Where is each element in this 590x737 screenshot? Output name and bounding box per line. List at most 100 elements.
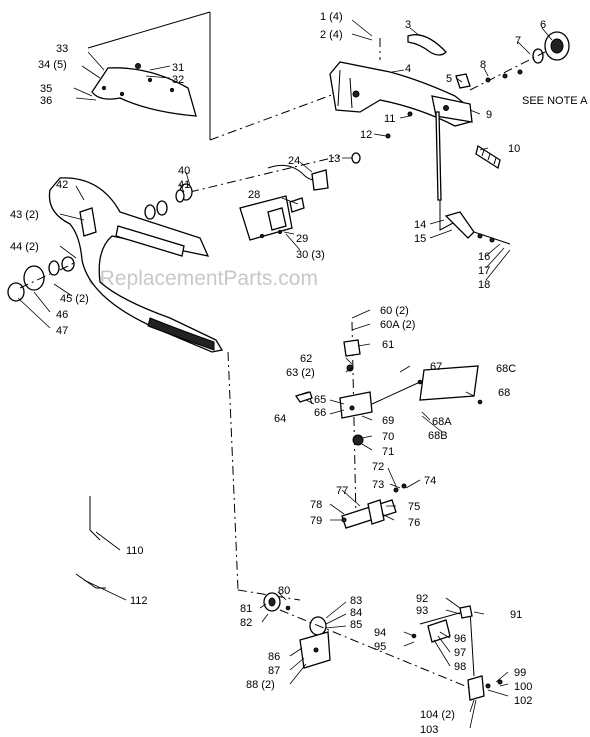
label-see-note-a: SEE NOTE A [522,95,588,107]
label-104: 104 (2) [420,709,455,721]
label-112: 112 [130,595,148,607]
label-85: 85 [350,619,362,631]
label-102: 102 [514,695,532,707]
label-103: 103 [420,724,438,736]
centerline [209,89,346,141]
label-17: 17 [478,265,490,277]
label-98: 98 [454,661,466,673]
leader-lines [17,19,553,729]
upper-arm-housing [329,34,501,170]
watermark: eReplacementParts.com [88,267,318,290]
screw-12 [385,133,391,139]
label-68a: 68A [432,416,452,428]
label-28: 28 [248,189,260,201]
label-2: 2 (4) [320,29,343,41]
label-76: 76 [408,517,420,529]
label-11: 11 [384,113,395,125]
label-8: 8 [480,59,486,71]
label-9: 9 [486,109,492,121]
label-42: 42 [56,179,68,191]
label-60: 60 (2) [380,305,409,317]
label-40: 40 [178,165,190,177]
label-83: 83 [350,595,362,607]
label-81: 81 [240,603,252,615]
label-67: 67 [430,361,442,373]
label-86: 86 [268,651,280,663]
label-80: 80 [278,585,290,597]
label-4: 4 [405,63,411,75]
label-45: 45 (2) [60,293,89,305]
part-110 [89,496,101,541]
support-arm [48,177,224,353]
label-34: 34 (5) [38,59,67,71]
label-77: 77 [336,485,348,497]
label-64: 64 [274,413,286,425]
label-7: 7 [515,35,521,47]
label-93: 93 [416,605,428,617]
middle-bracket-assembly [294,339,483,446]
label-100: 100 [514,681,532,693]
label-15: 15 [414,233,426,245]
label-68c: 68C [496,363,516,375]
label-41: 41 [178,179,190,191]
switch-bracket [239,164,329,241]
label-97: 97 [454,647,466,659]
label-47: 47 [56,325,68,337]
centerline [237,589,301,601]
label-62: 62 [300,353,312,365]
label-33: 33 [56,43,68,55]
label-16: 16 [478,251,490,263]
label-95: 95 [374,641,386,653]
label-43: 43 (2) [10,209,39,221]
centerline [19,261,77,289]
washer-41 [175,189,185,203]
centerline [189,155,341,193]
label-96: 96 [454,633,466,645]
label-10: 10 [508,143,520,155]
label-24: 24 [288,155,300,167]
lower-bracket-assembly [341,483,407,529]
label-60a: 60A (2) [380,319,415,331]
label-74: 74 [424,475,436,487]
label-18: 18 [478,279,490,291]
label-32: 32 [172,74,184,86]
screw-11 [407,111,413,117]
part-labels: 1 (4) 2 (4) 3 4 5 6 7 8 9 10 11 12 13 14… [10,11,588,736]
label-71: 71 [382,446,394,458]
label-13: 13 [328,153,340,165]
nut-13 [351,152,361,164]
label-69: 69 [382,415,394,427]
label-31: 31 [172,62,184,74]
label-82: 82 [240,617,252,629]
label-65: 65 [314,394,326,406]
label-68b: 68B [428,430,448,442]
label-99: 99 [514,667,526,679]
label-75: 75 [408,501,420,513]
blade-guard-panel [87,11,211,140]
label-46: 46 [56,309,68,321]
knob-assembly [379,31,570,91]
label-72: 72 [372,461,384,473]
label-6: 6 [540,19,546,31]
part-112 [75,573,106,589]
label-94: 94 [374,627,386,639]
label-36: 36 [40,95,52,107]
centerline [279,609,471,689]
lock-rod [435,111,511,245]
label-91: 91 [510,609,522,621]
label-14: 14 [414,219,426,231]
label-84: 84 [350,607,362,619]
label-29: 29 [296,233,308,245]
bottom-clamp-assembly [263,592,331,669]
label-1: 1 (4) [320,11,343,23]
label-79: 79 [310,515,322,527]
label-30: 30 (3) [296,249,325,261]
label-63: 63 (2) [286,367,315,379]
label-78: 78 [310,499,322,511]
label-87: 87 [268,665,280,677]
label-12: 12 [360,129,372,141]
label-68: 68 [498,387,510,399]
centerline [227,351,239,591]
label-70: 70 [382,431,394,443]
